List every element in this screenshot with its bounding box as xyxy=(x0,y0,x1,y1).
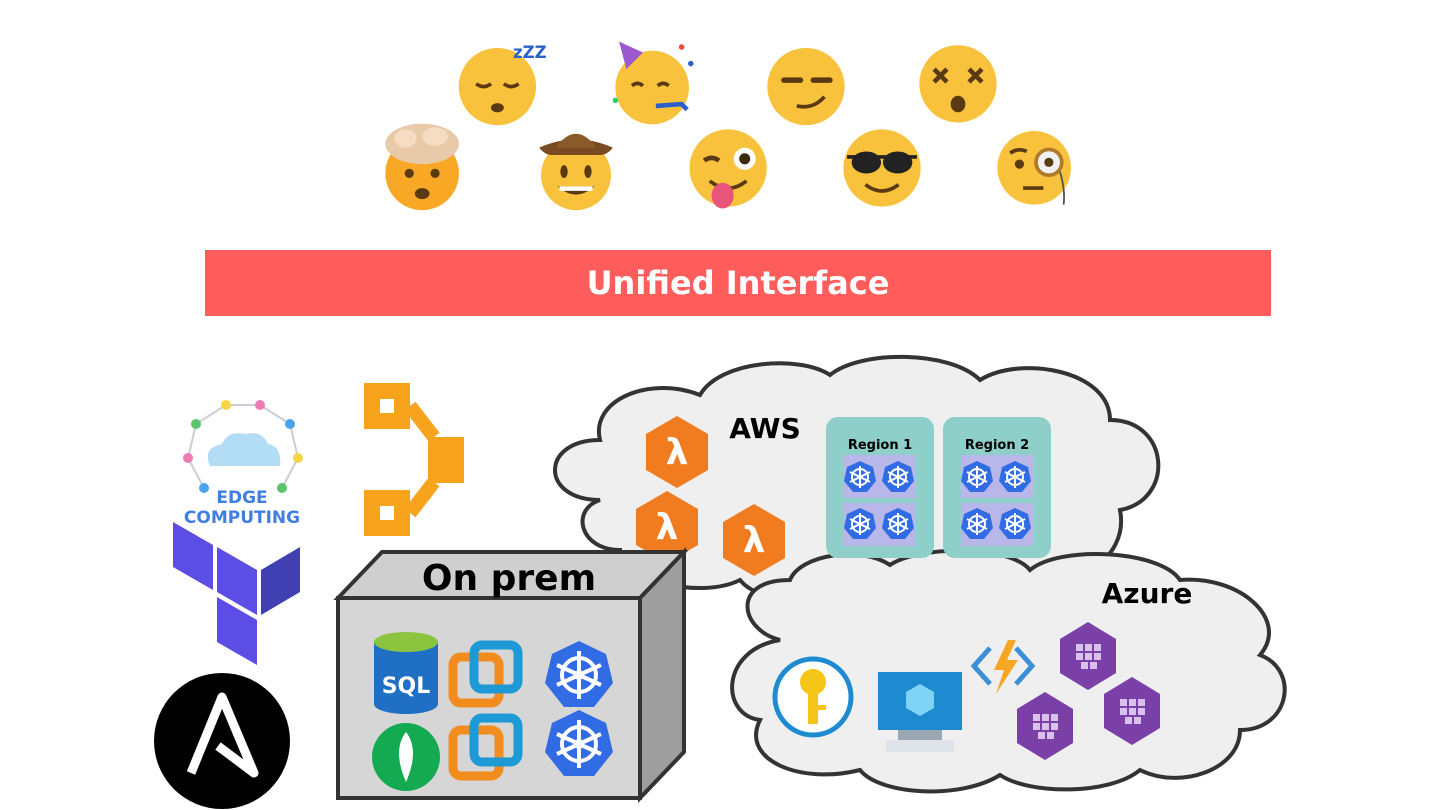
banner-label: Unified Interface xyxy=(586,264,890,302)
azure-container-icon xyxy=(1104,677,1160,745)
edge-label-line2: COMPUTING xyxy=(184,508,300,528)
azure-virtual-machine-icon xyxy=(878,672,962,752)
partying-face-icon xyxy=(612,41,694,125)
edge-label-line1: EDGE xyxy=(216,488,267,508)
vmware-icon xyxy=(448,640,523,708)
aws-lambda-icon: λ xyxy=(646,416,708,488)
kubernetes-icon xyxy=(961,461,993,492)
sql-database-icon xyxy=(374,632,438,714)
smirking-face-icon xyxy=(767,47,845,126)
terraform-logo-icon xyxy=(173,522,300,665)
svg-text:λ: λ xyxy=(666,432,689,473)
unified-interface-banner: Unified Interface xyxy=(205,250,1271,316)
kubernetes-icon xyxy=(961,508,993,539)
vmware-icon xyxy=(448,713,523,781)
dizzy-face-icon xyxy=(919,45,997,123)
on-prem-label: On prem xyxy=(422,558,596,599)
kubernetes-icon xyxy=(999,508,1031,539)
aws-lambda-icon: λ xyxy=(723,504,785,576)
kubernetes-icon xyxy=(545,641,613,707)
svg-text:λ: λ xyxy=(656,507,679,548)
ansible-logo-icon xyxy=(154,673,290,809)
svg-text:λ: λ xyxy=(743,520,766,561)
kubernetes-icon xyxy=(844,508,876,539)
aws-lambda-icon: λ xyxy=(636,491,698,563)
winking-face-with-tongue-icon xyxy=(689,129,767,209)
azure-container-icon xyxy=(1060,622,1116,690)
azure-label: Azure xyxy=(1102,577,1193,610)
mongodb-icon xyxy=(372,723,440,791)
cowboy-hat-face-icon xyxy=(539,133,613,211)
kubernetes-icon xyxy=(545,710,613,776)
sleeping-face-icon: zZZ xyxy=(458,43,547,126)
sql-label: SQL xyxy=(382,674,431,699)
aws-step-functions-icon xyxy=(364,383,464,536)
azure-container-icon xyxy=(1017,692,1073,760)
face-with-monocle-icon xyxy=(997,131,1071,205)
aws-label: AWS xyxy=(729,412,800,445)
region-2-label: Region 2 xyxy=(965,438,1029,453)
kubernetes-icon xyxy=(999,461,1031,492)
svg-text:zZZ: zZZ xyxy=(513,43,547,62)
smiling-face-with-sunglasses-icon xyxy=(843,129,921,207)
edge-computing-logo-icon xyxy=(183,400,303,493)
azure-functions-icon xyxy=(970,640,1036,694)
kubernetes-icon xyxy=(882,461,914,492)
exploding-head-icon xyxy=(385,123,459,211)
region-1-label: Region 1 xyxy=(848,438,912,453)
kubernetes-icon xyxy=(882,508,914,539)
azure-key-vault-icon xyxy=(772,656,854,738)
kubernetes-icon xyxy=(844,461,876,492)
